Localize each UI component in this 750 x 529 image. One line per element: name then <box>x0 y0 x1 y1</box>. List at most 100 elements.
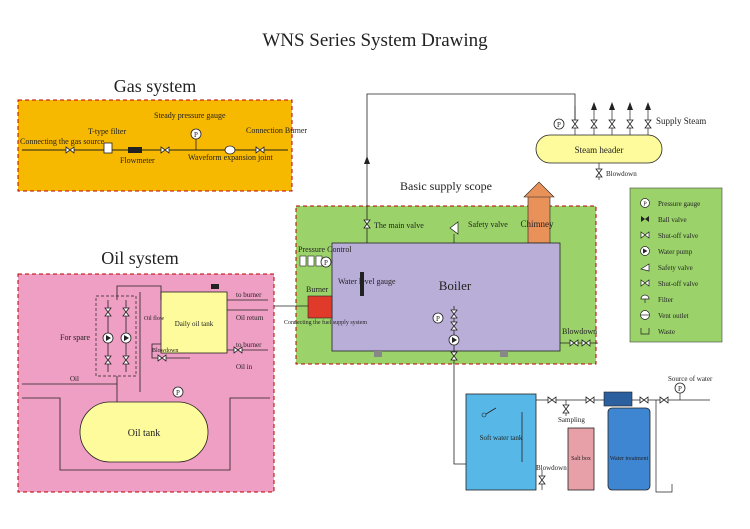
flowmeter-label: Flowmeter <box>120 156 155 165</box>
legend-label: Shut-off valve <box>658 232 698 240</box>
to-burner-label-2: to burner <box>236 341 262 349</box>
flowmeter-icon <box>128 147 142 153</box>
supply-steam-arrow-icon <box>627 102 633 110</box>
steam-outlet-valve-icon <box>608 119 616 129</box>
t-filter-label: T-type filter <box>88 127 126 136</box>
steam-outlet-valve-icon <box>626 119 634 129</box>
filter-icon <box>640 294 650 303</box>
water-source-valve-icon <box>659 396 669 404</box>
spare-pump-box <box>95 295 137 377</box>
steady-gauge-label: Steady pressure gauge <box>154 111 226 120</box>
vent-outlet-icon <box>640 310 650 320</box>
safety-valve-icon <box>449 221 459 235</box>
gas-source-label: Connecting the gas source <box>20 137 105 146</box>
water-level-label: Water level gauge <box>338 277 396 286</box>
sampling-valve-icon <box>562 404 570 414</box>
legend-label: Shut-off valve <box>658 280 698 288</box>
burner <box>307 295 333 319</box>
legend-label: Water pump <box>658 248 693 256</box>
daily-oil-tank <box>160 291 228 354</box>
oil-return-label: Oil return <box>236 314 264 322</box>
soft-water-tank-label: Soft water tank <box>480 434 523 442</box>
daily-tank-label: Daily oil tank <box>175 320 214 328</box>
soft-tank-blowdown-valve-icon <box>538 475 546 485</box>
gas-source-text: Connecting the gas source <box>20 137 105 146</box>
safety-valve-icon <box>640 263 650 272</box>
oil-tank-label: Oil tank <box>128 428 161 439</box>
supply-scope-heading: Basic supply scope <box>400 179 492 193</box>
salt-box-label: Salt box <box>571 456 591 462</box>
oil-tank <box>79 401 209 463</box>
salt-box <box>567 427 595 491</box>
oil-blowdown-label: Blowdown <box>152 348 178 354</box>
treatment-control-valve-icon <box>603 391 633 407</box>
waste-icon <box>640 328 650 335</box>
header-blowdown-valve-icon <box>595 168 603 178</box>
ball-valve-icon <box>641 216 649 222</box>
boiler-pressure-gauge-icon <box>432 312 444 324</box>
main-valve-label: The main valve <box>374 221 424 230</box>
supply-steam-arrow-icon <box>609 102 615 110</box>
water-pump-icon <box>640 246 650 256</box>
legend-item: Shut-off valve <box>640 279 698 288</box>
soft-water-tank <box>465 393 537 491</box>
shut-off-valve-icon <box>640 279 650 287</box>
oil-system-heading: Oil system <box>101 248 179 268</box>
steam-outlet-valve-icon <box>571 119 579 129</box>
header-blowdown-label: Blowdown <box>606 170 637 178</box>
pressure-switch-icon <box>307 255 315 267</box>
legend-label: Waste <box>658 328 675 336</box>
for-spare-label: For spare <box>60 333 90 342</box>
oil-label: Oil <box>70 375 79 383</box>
steam-outlets <box>571 102 652 135</box>
svg-text:P: P <box>643 202 647 208</box>
shut-off-valve-icon <box>640 231 650 239</box>
legend-label: Safety valve <box>658 264 693 272</box>
legend-item: Water pump <box>640 246 693 256</box>
daily-tank-vent-icon <box>211 284 219 289</box>
water-source-label: Source of water <box>668 375 713 383</box>
legend-label: Ball valve <box>658 216 687 224</box>
water-bypass-valve-icon <box>639 396 649 404</box>
boiler-label: Boiler <box>439 278 472 293</box>
sampling-label: Sampling <box>558 416 585 424</box>
water-source-gauge-icon <box>674 382 686 394</box>
fuel-supply-label: Connecting the fuel supply system <box>284 319 367 326</box>
soft-inlet-valve-icon <box>547 396 557 404</box>
legend-label: Filter <box>658 296 674 304</box>
pressure-switch-icon <box>299 255 307 267</box>
safety-valve-label: Safety valve <box>468 220 508 229</box>
pressure-control-gauge-icon <box>320 256 332 268</box>
water-treatment <box>607 407 651 491</box>
legend-label: Pressure gauge <box>658 200 700 208</box>
oil-pump-icon <box>102 332 114 344</box>
oil-pump-icon <box>120 332 132 344</box>
steam-direction-icon <box>364 156 370 164</box>
water-level-gauge-icon <box>360 272 364 296</box>
steady-pressure-gauge-icon <box>190 128 202 140</box>
legend-item: Shut-off valve <box>640 231 698 240</box>
connection-burner-label: Connection Burner <box>246 126 307 135</box>
legend-item: Safety valve <box>640 263 693 272</box>
legend-item: P Pressure gauge <box>640 198 700 208</box>
pressure-control-label: Pressure Control <box>298 245 352 254</box>
legend-item: Vent outlet <box>640 310 689 320</box>
supply-steam-arrow-icon <box>645 102 651 110</box>
oil-tank-gauge-icon <box>172 386 184 398</box>
page-title: WNS Series System Drawing <box>262 30 488 51</box>
burner-label: Burner <box>306 285 329 294</box>
water-treatment-label: Water treatment <box>610 456 649 462</box>
steam-outlet-valve-icon <box>644 119 652 129</box>
legend-item: Ball valve <box>641 216 687 224</box>
gas-system-heading: Gas system <box>114 76 197 96</box>
supply-steam-arrow-icon <box>591 102 597 110</box>
treatment-outlet-valve-icon <box>585 396 595 404</box>
waveform-label: Waveform expansion joint <box>188 153 273 162</box>
legend-label: Vent outlet <box>658 312 689 320</box>
oil-flow-label: Oil flow <box>144 315 165 322</box>
boiler-blowdown-label: Blowdown <box>562 327 597 336</box>
feed-water-pump-icon <box>448 334 460 346</box>
